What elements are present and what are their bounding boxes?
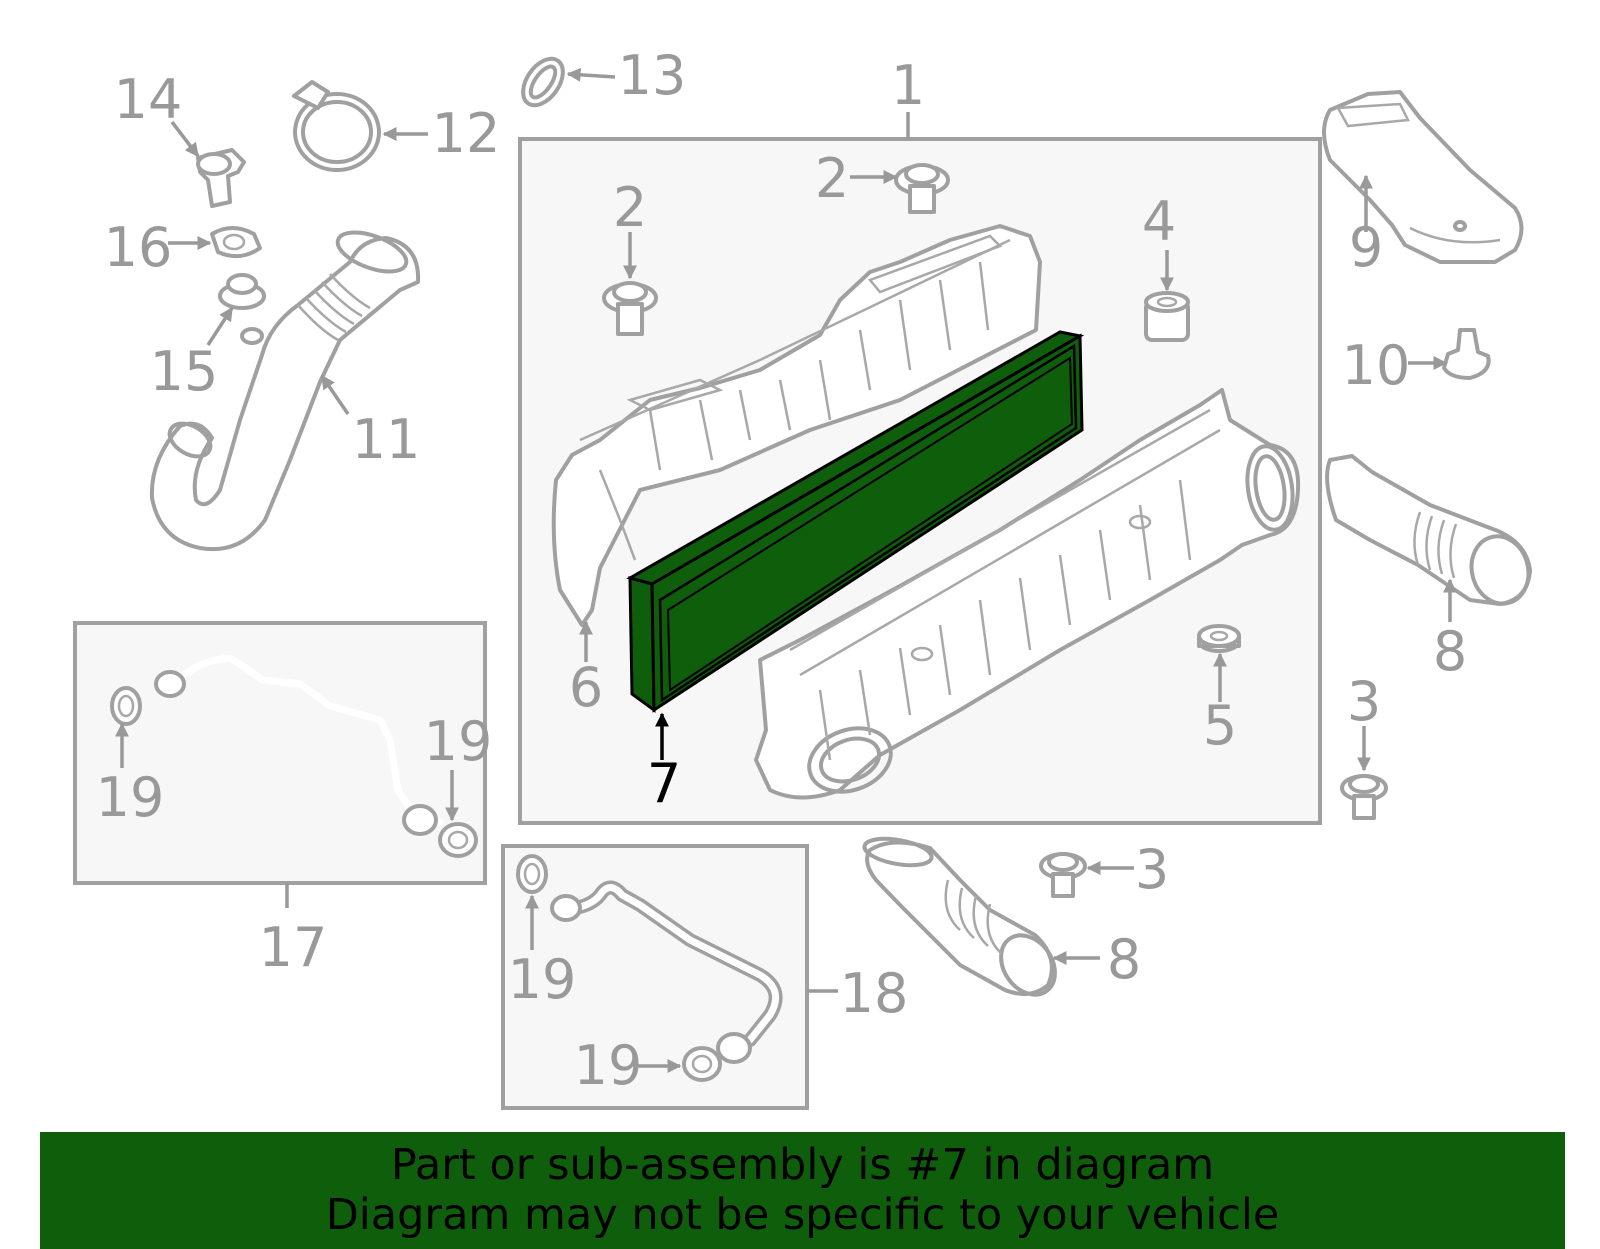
callout-16[interactable]: 16	[104, 216, 173, 279]
part-3-grommet-bottom[interactable]	[1039, 852, 1087, 898]
callout-6[interactable]: 6	[569, 656, 603, 719]
part-7-air-filter[interactable]	[626, 330, 1085, 713]
disclaimer-banner: Part or sub-assembly is #7 in diagram Di…	[40, 1132, 1565, 1249]
callout-19-a[interactable]: 19	[96, 766, 165, 829]
assembly-box-17	[73, 621, 487, 885]
callout-8-right[interactable]: 8	[1433, 620, 1467, 683]
part-6-upper-cover[interactable]	[551, 224, 1042, 627]
part-13-oring[interactable]	[515, 52, 571, 113]
callout-3-right[interactable]: 3	[1347, 670, 1381, 733]
part-11-intake-hose[interactable]	[149, 225, 421, 552]
part-3-grommet-right[interactable]	[1340, 774, 1388, 820]
callout-11[interactable]: 11	[352, 408, 421, 471]
callout-1[interactable]: 1	[891, 54, 925, 117]
part-14-sensor[interactable]	[196, 148, 246, 208]
callout-2-left[interactable]: 2	[613, 176, 647, 239]
callout-14[interactable]: 14	[114, 68, 183, 131]
part-8-hose-bottom[interactable]	[862, 834, 1066, 1005]
part-1-lower-housing[interactable]	[754, 388, 1301, 803]
part-2-grommet-left[interactable]	[602, 281, 658, 336]
callout-12[interactable]: 12	[432, 102, 501, 165]
callout-17[interactable]: 17	[259, 916, 328, 979]
callout-5[interactable]: 5	[1203, 694, 1237, 757]
callout-9[interactable]: 9	[1349, 216, 1383, 279]
part-10-push-pin[interactable]	[1442, 328, 1491, 380]
parts-diagram: 1 2 2 3 3 4 5 6 7 8 8 9 10 11 12 13 14 1…	[73, 44, 1536, 1110]
callout-15[interactable]: 15	[150, 340, 219, 403]
callout-19-d[interactable]: 19	[574, 1034, 643, 1097]
part-12-clamp[interactable]	[292, 80, 381, 172]
callout-4[interactable]: 4	[1142, 190, 1176, 253]
callout-13[interactable]: 13	[618, 44, 687, 107]
part-4-bushing[interactable]	[1144, 291, 1190, 342]
callout-18[interactable]: 18	[840, 962, 909, 1025]
part-8-hose-right[interactable]	[1325, 454, 1536, 610]
banner-line-2: Diagram may not be specific to your vehi…	[325, 1190, 1280, 1240]
part-18-tube[interactable]	[516, 854, 783, 1082]
part-2-grommet-top[interactable]	[894, 163, 950, 214]
part-17-tube[interactable]	[110, 654, 478, 858]
banner-line-1: Part or sub-assembly is #7 in diagram	[390, 1140, 1215, 1190]
callout-19-b[interactable]: 19	[424, 710, 493, 773]
callout-10[interactable]: 10	[1342, 334, 1411, 397]
part-15-grommet[interactable]	[218, 273, 266, 310]
callout-7[interactable]: 7	[647, 752, 681, 815]
callout-3-bottom[interactable]: 3	[1135, 838, 1169, 901]
part-5-washer[interactable]	[1197, 624, 1241, 653]
callout-2-top[interactable]: 2	[815, 147, 849, 210]
callout-8-bottom[interactable]: 8	[1107, 928, 1141, 991]
part-9-air-duct[interactable]	[1322, 90, 1524, 264]
callout-19-c[interactable]: 19	[508, 948, 577, 1011]
part-16-clip[interactable]	[210, 226, 262, 259]
